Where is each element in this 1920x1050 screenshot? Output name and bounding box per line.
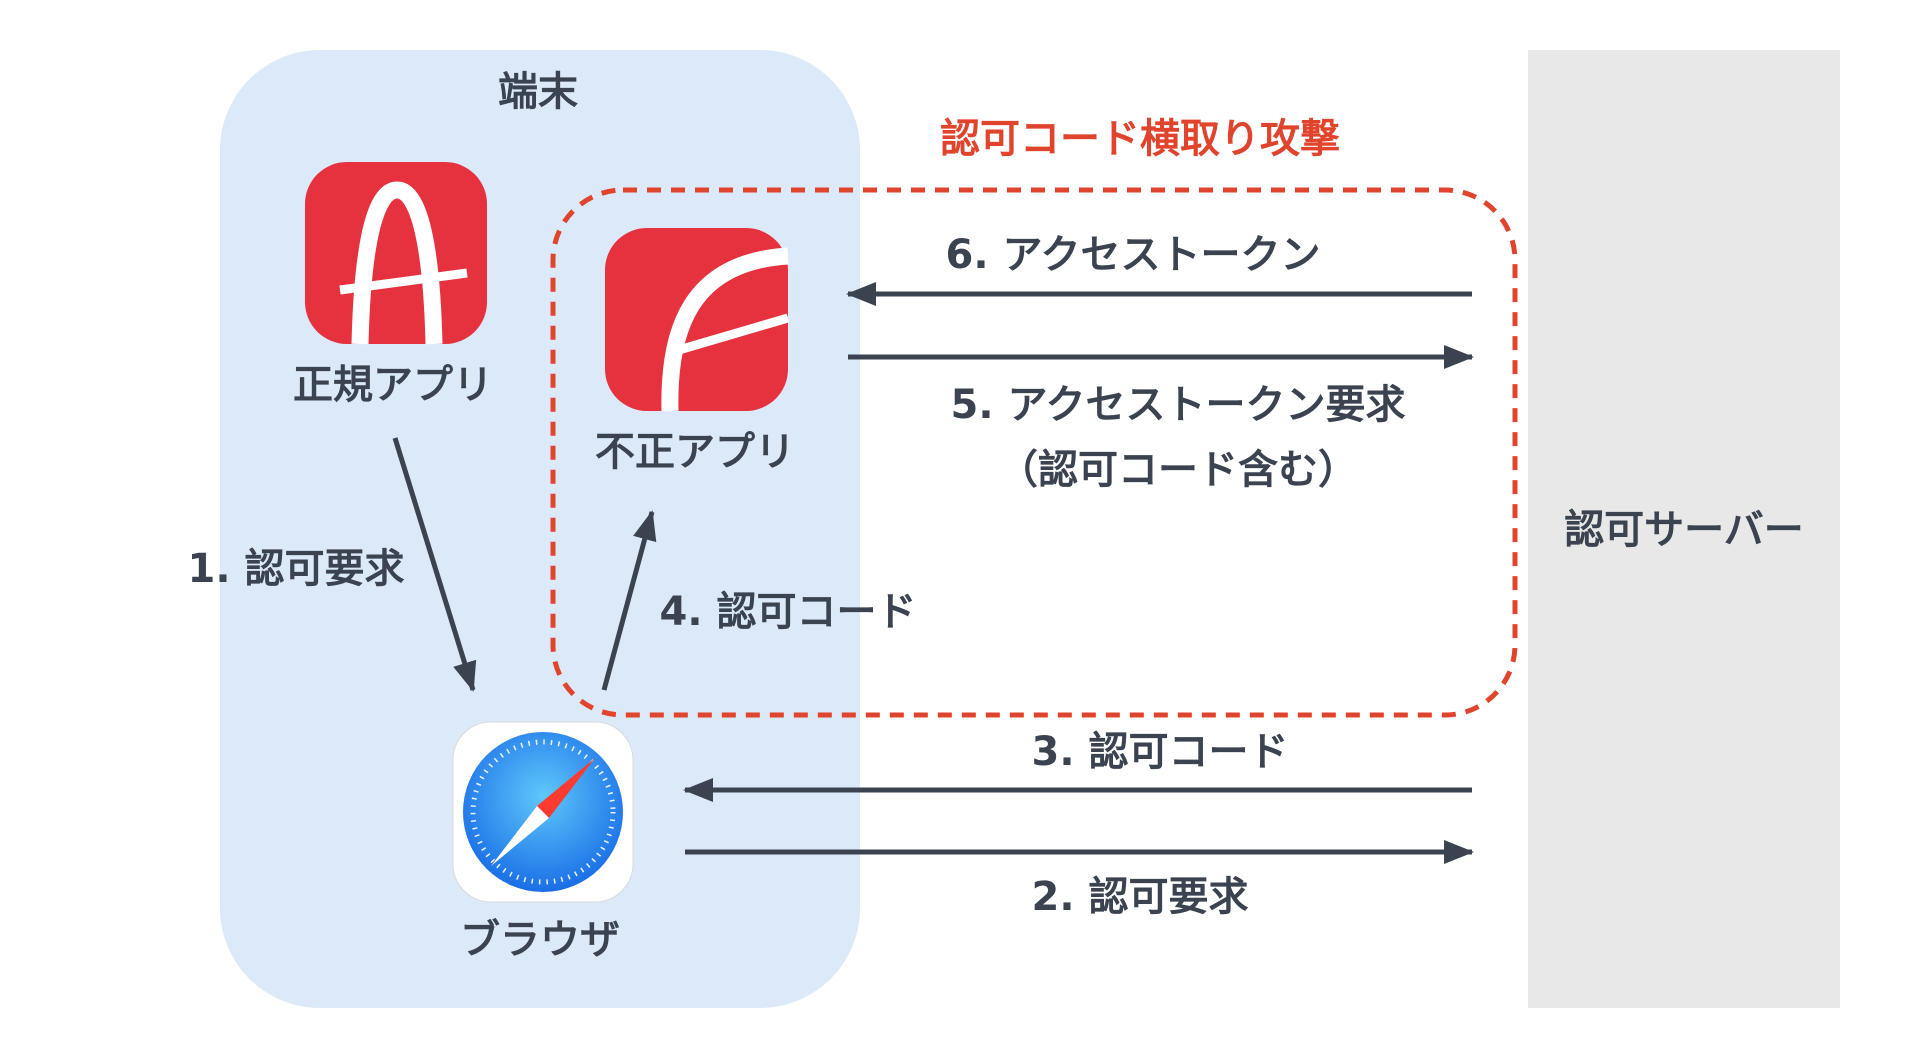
- server-region: [1528, 50, 1840, 1008]
- malicious-app-icon[interactable]: [605, 228, 790, 412]
- legit-app-icon[interactable]: [305, 162, 487, 345]
- device-title: 端末: [498, 69, 578, 115]
- safari-compass-icon[interactable]: [452, 721, 634, 903]
- step-3-label: 3. 認可コード: [1032, 729, 1289, 775]
- arrow-step-1: [392, 437, 477, 692]
- step-4-label: 4. 認可コード: [660, 589, 917, 635]
- attack-zone: [550, 187, 1518, 718]
- browser-label: ブラウザ: [460, 917, 620, 963]
- server-label: 認可サーバー: [1564, 507, 1804, 553]
- attack-title: 認可コード横取り攻撃: [940, 116, 1340, 162]
- step-6-label: 6. アクセストークン: [946, 232, 1321, 278]
- step-2-label: 2. 認可要求: [1032, 874, 1249, 920]
- arrow-step-4: [601, 510, 657, 691]
- step-5-label-line1: 5. アクセストークン要求: [951, 382, 1406, 428]
- step-5-label-line2: （認可コード含む）: [998, 447, 1358, 493]
- malicious-app-label: 不正アプリ: [595, 429, 795, 475]
- legit-app-label: 正規アプリ: [293, 362, 493, 408]
- step-1-label: 1. 認可要求: [188, 546, 405, 592]
